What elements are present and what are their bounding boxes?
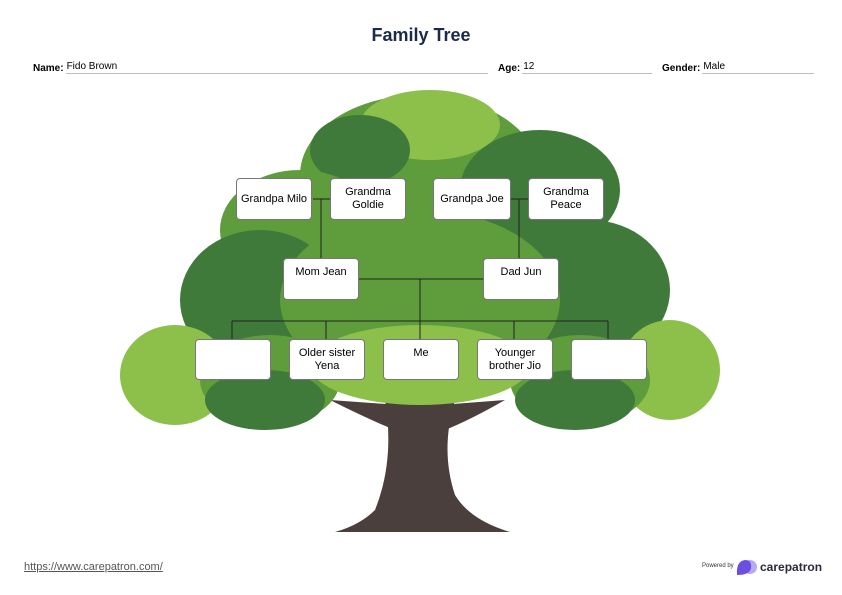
grandma-peace-box[interactable]: Grandma Peace: [528, 178, 604, 220]
name-value[interactable]: Fido Brown: [65, 61, 488, 74]
member-name: Grandpa Milo: [240, 192, 308, 205]
member-name: Grandpa Joe: [440, 192, 504, 205]
member-name: Dad Jun: [500, 266, 542, 278]
younger-brother-box[interactable]: Younger brother Jio: [477, 339, 553, 380]
connector-lines: [231, 198, 609, 339]
powered-by-label: Powered by: [702, 563, 734, 569]
dad-jun-box[interactable]: Dad Jun: [483, 258, 559, 300]
grandma-goldie-box[interactable]: Grandma Goldie: [330, 178, 406, 220]
older-sister-box[interactable]: Older sister Yena: [289, 339, 365, 380]
age-field[interactable]: Age: 12: [498, 61, 653, 74]
page-title: Family Tree: [371, 25, 471, 45]
grandpa-joe-box[interactable]: Grandpa Joe: [433, 178, 511, 220]
carepatron-brand: carepatron: [760, 560, 823, 574]
carepatron-link[interactable]: https://www.carepatron.com/: [24, 561, 163, 573]
member-name: Mom Jean: [295, 266, 347, 278]
age-value[interactable]: 12: [522, 61, 653, 74]
member-name: Grandma Goldie: [345, 186, 391, 211]
mom-jean-box[interactable]: Mom Jean: [283, 258, 359, 300]
trunk: [330, 400, 510, 532]
age-label: Age:: [498, 63, 521, 74]
member-name: Older sister Yena: [298, 347, 356, 372]
grandpa-milo-box[interactable]: Grandpa Milo: [236, 178, 312, 220]
carepatron-logo-icon: [736, 560, 757, 575]
gender-label: Gender:: [662, 63, 701, 74]
sibling-box-empty-2[interactable]: [571, 339, 647, 380]
member-name: Me: [413, 347, 429, 359]
name-label: Name:: [33, 63, 64, 74]
me-box[interactable]: Me: [383, 339, 459, 380]
member-name: Grandma Peace: [543, 186, 589, 211]
sibling-box-empty-1[interactable]: [195, 339, 271, 380]
gender-field[interactable]: Gender: Male: [662, 61, 815, 74]
gender-value[interactable]: Male: [702, 61, 815, 74]
member-name: Younger brother Jio: [489, 347, 541, 372]
name-field[interactable]: Name: Fido Brown: [33, 61, 488, 74]
